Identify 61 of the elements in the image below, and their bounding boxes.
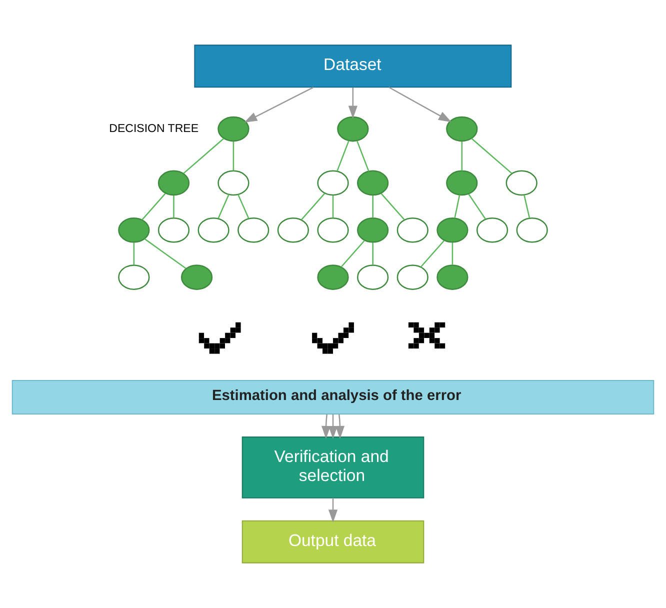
connector <box>372 195 374 218</box>
connector <box>336 140 350 172</box>
node-circle <box>158 170 190 196</box>
connector <box>332 195 334 218</box>
node-circle <box>506 170 538 196</box>
node-circle <box>357 170 389 196</box>
connector <box>452 242 454 266</box>
connector <box>133 242 135 266</box>
connector <box>461 142 462 171</box>
connector <box>183 138 224 174</box>
connector <box>340 240 365 268</box>
node-circle <box>317 170 349 196</box>
node-box: Verification and selection <box>242 436 424 498</box>
arrow <box>348 87 358 119</box>
connector <box>380 193 405 220</box>
node-circle <box>357 217 389 243</box>
label: DECISION TREE <box>109 122 199 135</box>
node-circle <box>218 170 250 196</box>
node-circle <box>337 116 369 142</box>
connector <box>218 194 230 219</box>
node-circle <box>357 264 389 290</box>
connector <box>372 242 374 266</box>
arrow <box>328 498 338 523</box>
connector <box>238 194 250 219</box>
connector <box>356 140 370 172</box>
node-circle <box>180 264 213 290</box>
node-circle <box>277 217 309 243</box>
arrow <box>328 414 338 439</box>
connector <box>144 238 186 269</box>
node-circle <box>198 217 230 243</box>
node-circle <box>396 217 428 243</box>
connector <box>173 195 174 218</box>
arrow <box>321 414 331 439</box>
connector <box>524 194 530 218</box>
node-circle <box>238 217 270 243</box>
arrow <box>335 414 345 439</box>
connector <box>471 138 512 174</box>
node-circle <box>446 116 478 142</box>
node-box: Dataset <box>194 44 512 88</box>
node-box: Estimation and analysis of the error <box>12 380 654 415</box>
arrow <box>244 86 314 123</box>
node-box: Output data <box>242 520 424 564</box>
node-circle <box>218 116 250 142</box>
node-circle <box>317 217 349 243</box>
node-circle <box>317 264 349 290</box>
node-circle <box>436 217 468 243</box>
connector <box>142 193 166 220</box>
node-circle <box>476 217 508 243</box>
node-circle <box>436 264 468 290</box>
connector <box>300 193 326 220</box>
node-circle <box>118 264 150 290</box>
arrow <box>388 86 452 122</box>
connector <box>420 240 444 268</box>
node-circle <box>446 170 478 196</box>
node-circle <box>516 217 548 243</box>
connector <box>468 194 486 220</box>
connector <box>232 142 234 171</box>
node-circle <box>118 217 150 243</box>
connector <box>454 194 460 218</box>
node-circle <box>396 264 428 290</box>
node-circle <box>158 217 190 243</box>
